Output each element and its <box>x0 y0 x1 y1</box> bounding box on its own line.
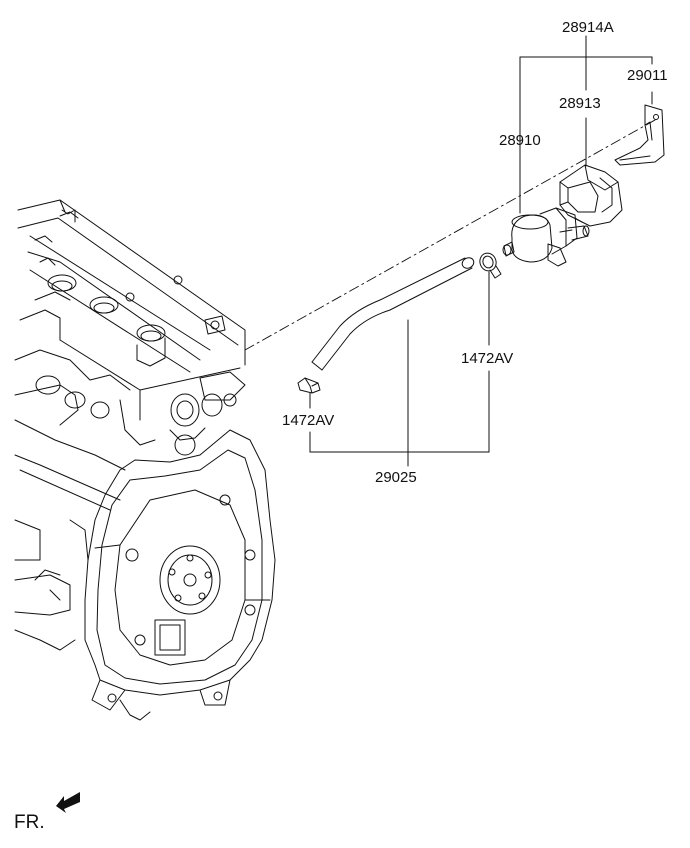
left-hose-clamp <box>297 377 321 394</box>
engine-block <box>14 199 276 721</box>
part-label-29025: 29025 <box>375 469 417 486</box>
mounting-bracket <box>614 104 665 166</box>
part-label-28910: 28910 <box>499 132 541 149</box>
purge-control-valve <box>502 207 590 267</box>
part-label-29011: 29011 <box>627 67 668 84</box>
alignment-centerline <box>244 119 656 351</box>
valve-cover <box>559 164 623 227</box>
vacuum-hose <box>311 257 475 371</box>
front-arrow-icon <box>56 792 80 813</box>
part-label-28913: 28913 <box>559 95 601 112</box>
part-label-1472AV-right: 1472AV <box>461 350 514 367</box>
part-label-28914A: 28914A <box>562 19 614 36</box>
right-hose-clamp <box>479 252 502 279</box>
part-label-1472AV-left: 1472AV <box>282 412 335 429</box>
front-direction-label: FR. <box>14 812 45 833</box>
leader-lines <box>309 35 653 467</box>
